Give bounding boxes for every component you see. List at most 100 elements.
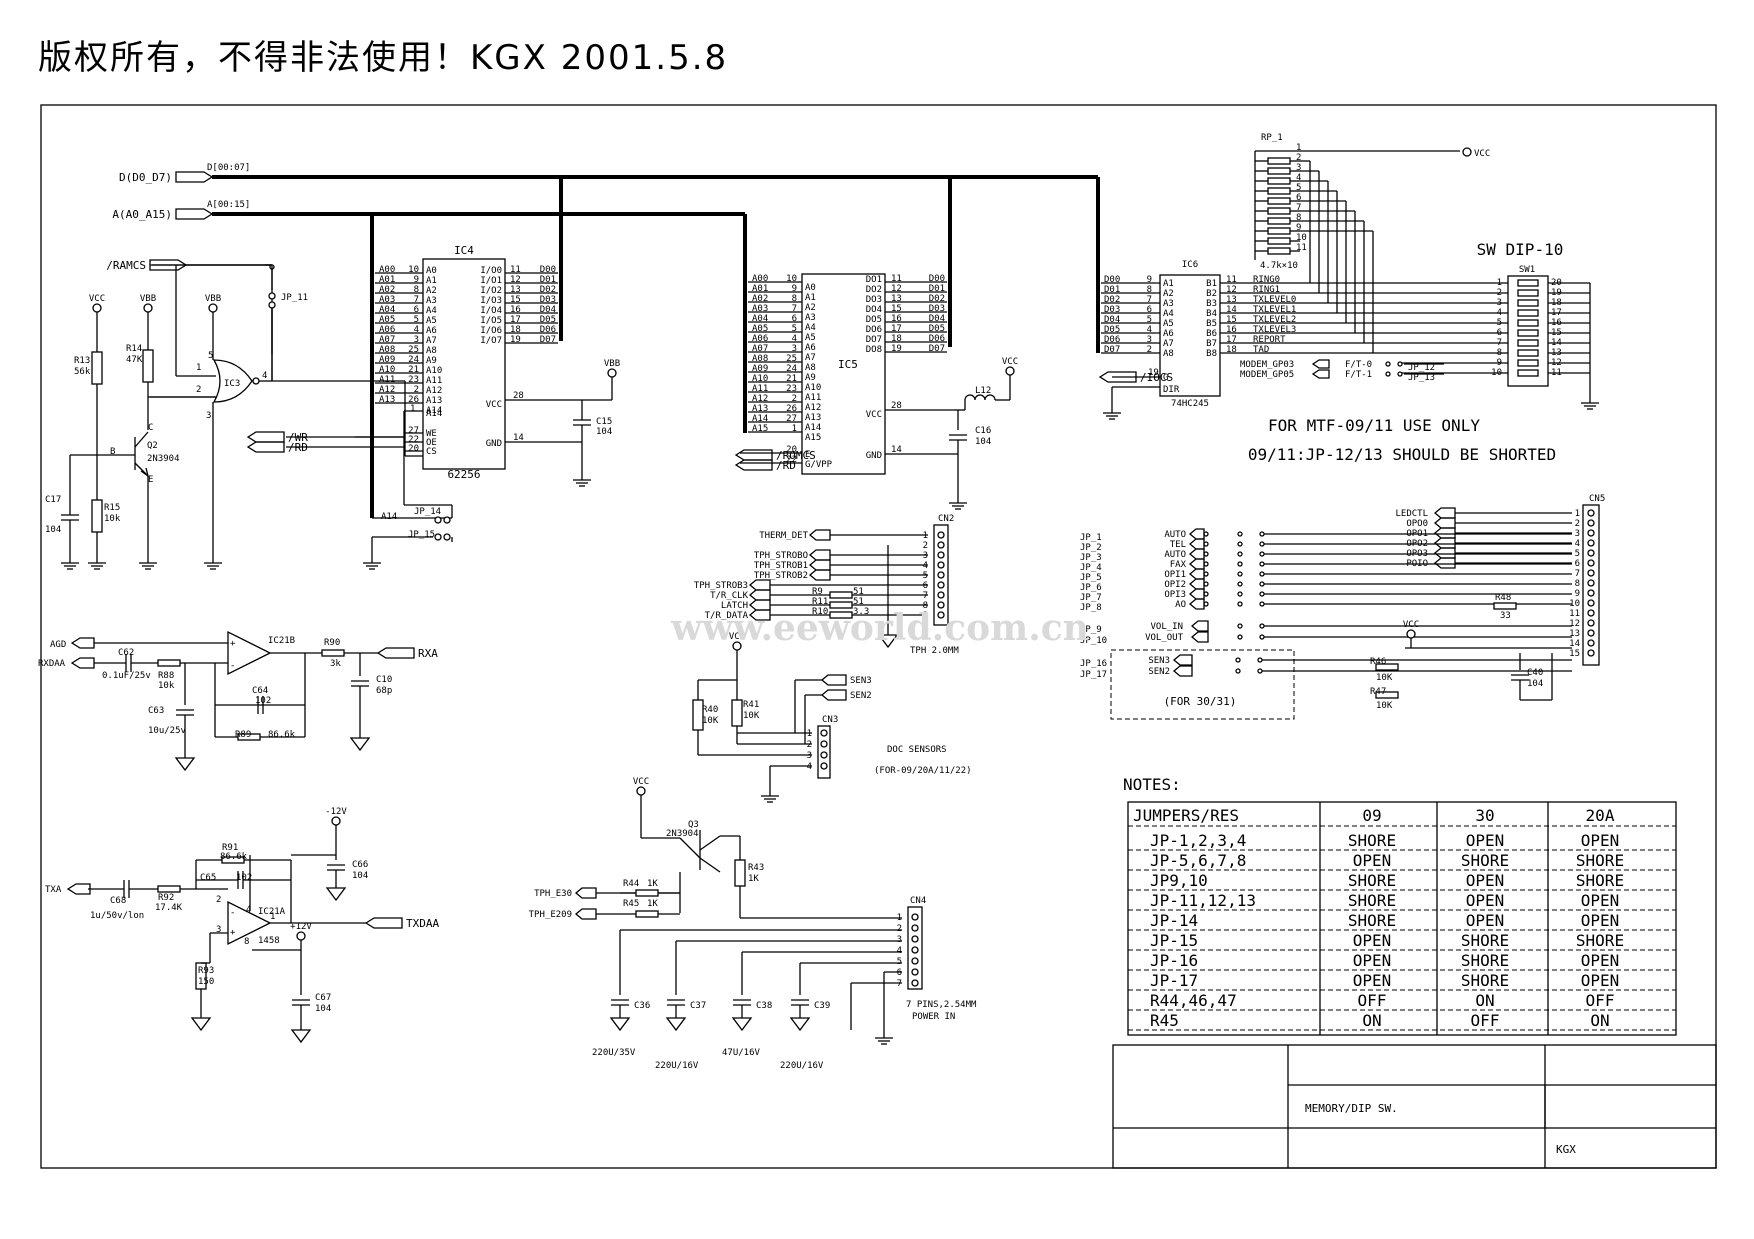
ic21a: IC21A: [258, 907, 286, 917]
addr-net: A10: [752, 374, 768, 384]
pin-number: 7: [1147, 295, 1152, 305]
notes-cell: OPEN: [1581, 971, 1620, 990]
ic5-pin: A12: [805, 403, 821, 413]
drawing-author: KGX: [1556, 1143, 1576, 1156]
sen-net: SEN3: [850, 676, 872, 686]
jp-label: JP_12: [1408, 363, 1435, 373]
port-flag: [1433, 537, 1456, 549]
port-flag: [808, 569, 831, 581]
port-flag: [246, 441, 285, 453]
pin-number: 17: [891, 324, 902, 334]
data-net: D05: [929, 324, 945, 334]
ic5-gnd: GND: [866, 451, 882, 461]
connector-pin: [1587, 629, 1595, 637]
pin-number: 3: [792, 344, 797, 354]
data-net: D01: [929, 284, 945, 294]
ic4-pin: A2: [426, 286, 437, 296]
connector-pin: [1587, 649, 1595, 657]
dip-switch-cell: [1517, 349, 1539, 357]
pin-number: 8: [1296, 213, 1301, 223]
port-flag: [748, 579, 771, 591]
pin-number: 7: [897, 979, 902, 989]
wire: [679, 837, 701, 859]
pin-number: 3: [1296, 163, 1301, 173]
jumper-pin: [1237, 623, 1243, 629]
pin-number: 26: [408, 395, 419, 405]
cap-value: 220U/35V: [592, 1048, 636, 1058]
resistor: [635, 889, 659, 897]
notes-cell: SHORE: [1576, 931, 1624, 950]
dip-switch-cell: [1517, 289, 1539, 297]
pin-number: 2: [897, 924, 902, 934]
ic4-pin: A10: [426, 366, 442, 376]
notes-header-cell: 30: [1475, 806, 1494, 825]
port-flag: [1433, 547, 1456, 559]
ic4-pin: A7: [426, 336, 437, 346]
ic4-pin: A12: [426, 386, 442, 396]
r43-value: 1K: [748, 874, 759, 884]
ic5-pin: A14: [805, 423, 821, 433]
data-net: D05: [540, 315, 556, 325]
pin-number: 7: [792, 304, 797, 314]
data-net: D06: [540, 325, 556, 335]
notes-cell: SHORE: [1348, 831, 1396, 850]
port-flag: [820, 689, 847, 701]
pin-number: 6: [923, 581, 928, 591]
gate-bubble: [252, 377, 260, 385]
ic4-pin: A0: [426, 266, 437, 276]
notes-cell: OPEN: [1466, 891, 1505, 910]
jumper-pin: [1259, 551, 1265, 557]
q2-part: 2N3904: [147, 454, 180, 464]
pin-number: 5: [1575, 549, 1580, 559]
port-flag: [1188, 598, 1205, 610]
dip-title: SW DIP-10: [1477, 240, 1564, 259]
r45: R45: [623, 899, 639, 909]
notes-cell: SHORE: [1348, 871, 1396, 890]
connector-pin: [937, 581, 945, 589]
c68: C68: [110, 896, 126, 906]
op-minus: -: [230, 661, 235, 671]
pin-number: 8: [1147, 285, 1152, 295]
notes-cell: OPEN: [1581, 951, 1620, 970]
ic6-pin: A7: [1163, 339, 1174, 349]
ic5-pin: A4: [805, 323, 816, 333]
port-flag: [175, 171, 214, 183]
notes-cell: OPEN: [1581, 911, 1620, 930]
pin-number: 5: [208, 351, 213, 361]
r89: R89: [235, 730, 251, 740]
cn5-jpnet: OPI3: [1164, 590, 1186, 600]
data-net: D00: [1104, 275, 1120, 285]
pin-number: 3: [206, 411, 211, 421]
wire: [134, 431, 149, 448]
c65-value: 102: [236, 873, 252, 883]
q2-c: C: [148, 423, 153, 433]
jp-label: JP_5: [1080, 573, 1102, 583]
port-label: /RAMCS: [106, 259, 146, 272]
ground-symbol: [789, 1017, 811, 1032]
data-net: D07: [1104, 345, 1120, 355]
c17-value: 104: [45, 525, 61, 535]
c66: C66: [352, 860, 368, 870]
pin-number: 4: [923, 561, 928, 571]
jumper-pin: [268, 301, 276, 309]
ic4-pin: A14: [426, 406, 442, 416]
pin-number: 1: [923, 531, 928, 541]
ic4-pin: A4: [426, 306, 437, 316]
ic6-pin: A4: [1163, 309, 1174, 319]
port-flag: [1188, 548, 1205, 560]
pin-number: 5: [923, 571, 928, 581]
ic4-vcc: VCC: [486, 400, 502, 410]
connector-pin: [911, 957, 919, 965]
cap-ref: C39: [814, 1001, 830, 1011]
c67: C67: [315, 993, 331, 1003]
pin-number: 20: [786, 445, 797, 455]
jp14: JP_14: [414, 507, 441, 517]
ic5-pin: A3: [805, 313, 816, 323]
ground-symbol: [174, 757, 196, 772]
cap-value: 220U/16V: [780, 1061, 824, 1071]
power-label: VCC: [633, 777, 649, 787]
ground-symbol: [609, 1017, 631, 1032]
r93-value: 150: [198, 977, 214, 987]
cap-ref: C36: [634, 1001, 650, 1011]
data-net: D03: [929, 304, 945, 314]
